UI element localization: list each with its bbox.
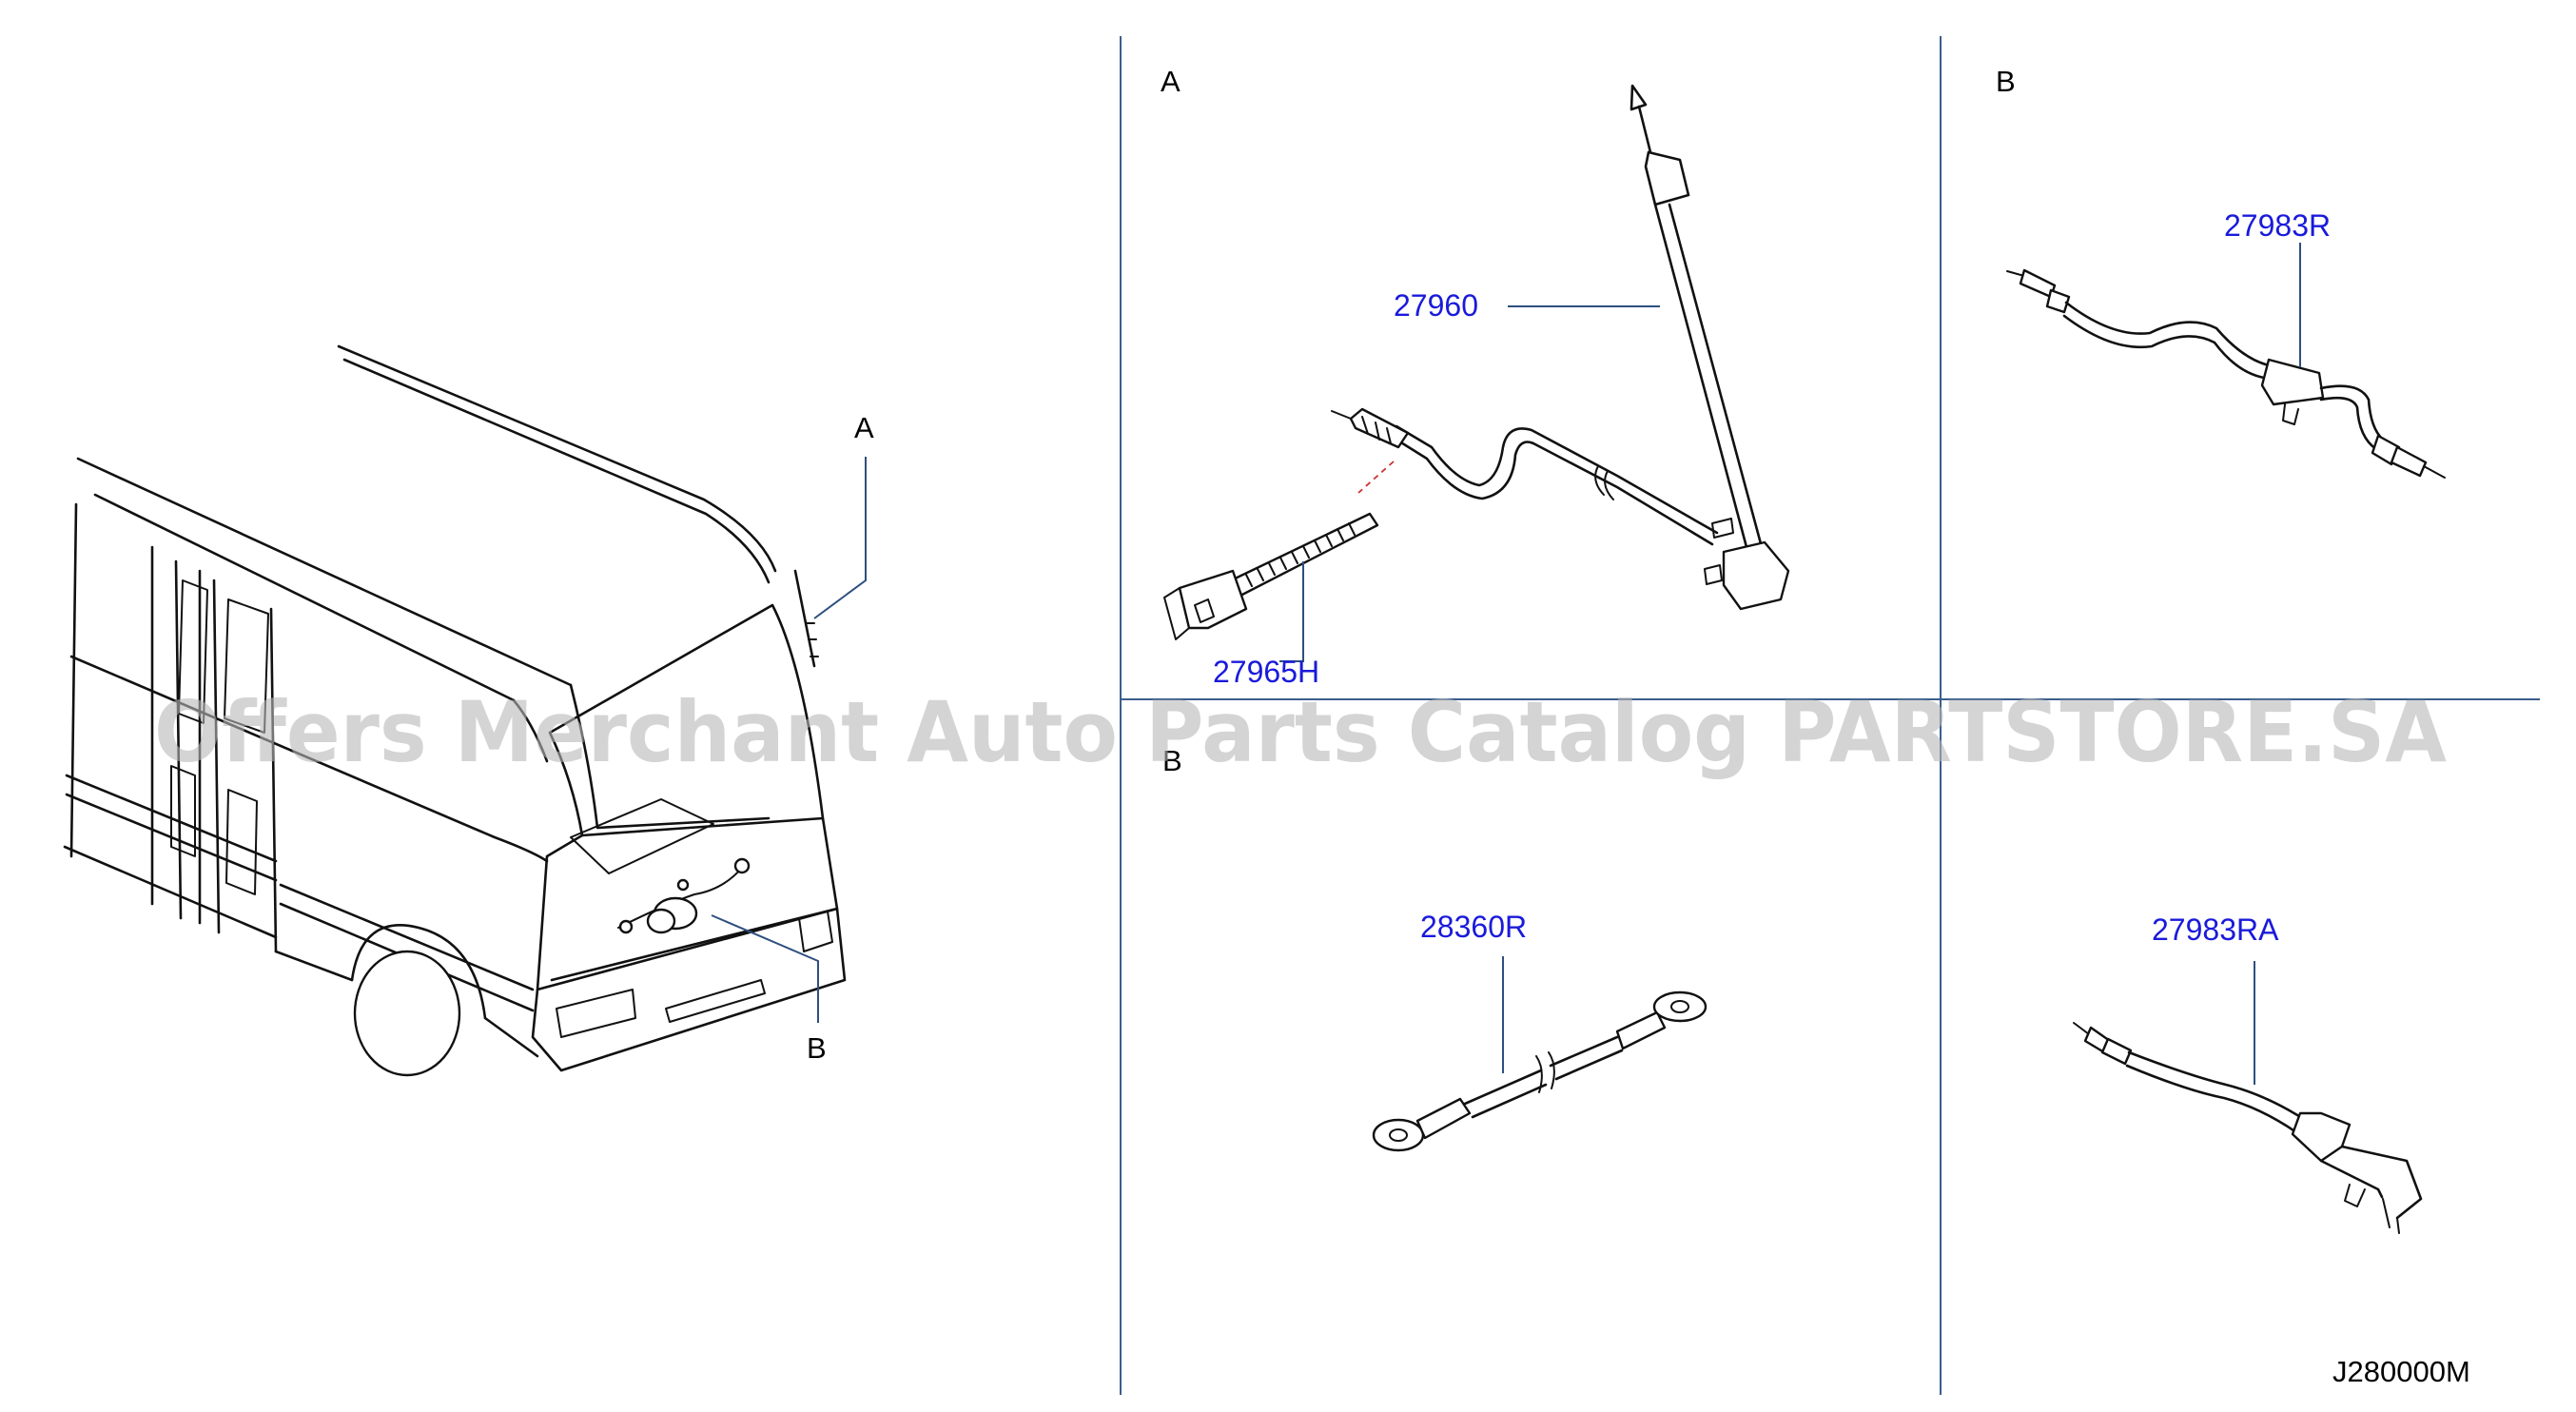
section-b-bottom-label: B (1162, 744, 1182, 777)
callout-b[interactable]: B (711, 914, 827, 1065)
section-dividers (1120, 36, 2540, 1395)
section-b-top-label: B (1996, 65, 2016, 98)
part-number-27983RA: 27983RA (2152, 912, 2279, 947)
callout-b-label: B (807, 1031, 827, 1065)
label-27983R[interactable]: 27983R (2224, 208, 2331, 367)
part-number-27960: 27960 (1394, 288, 1478, 323)
label-27960[interactable]: 27960 (1394, 288, 1660, 323)
callout-a[interactable]: A (813, 411, 874, 619)
label-28360R[interactable]: 28360R (1420, 910, 1527, 1073)
cable-tie-27965H[interactable] (1163, 512, 1379, 640)
part-number-27965H: 27965H (1213, 655, 1319, 689)
alignment-dash (1357, 461, 1395, 494)
antenna-rod-27960[interactable] (1331, 84, 1790, 611)
feeder-cable-27983RA[interactable] (2073, 1022, 2423, 1234)
ground-strap-28360R[interactable] (1372, 990, 1708, 1152)
watermark-text: Offers Merchant Auto Parts Catalog PARTS… (154, 683, 2447, 781)
label-27965H[interactable]: 27965H (1213, 561, 1319, 689)
diagram-code: J280000M (2332, 1355, 2470, 1388)
part-number-27983R: 27983R (2224, 208, 2331, 243)
section-a-label: A (1161, 65, 1181, 98)
feeder-cable-27983R[interactable] (2006, 268, 2446, 479)
callout-a-label: A (854, 411, 874, 444)
label-27983RA[interactable]: 27983RA (2152, 912, 2279, 1085)
vehicle-illustration (63, 344, 847, 1077)
part-number-28360R: 28360R (1420, 910, 1527, 944)
